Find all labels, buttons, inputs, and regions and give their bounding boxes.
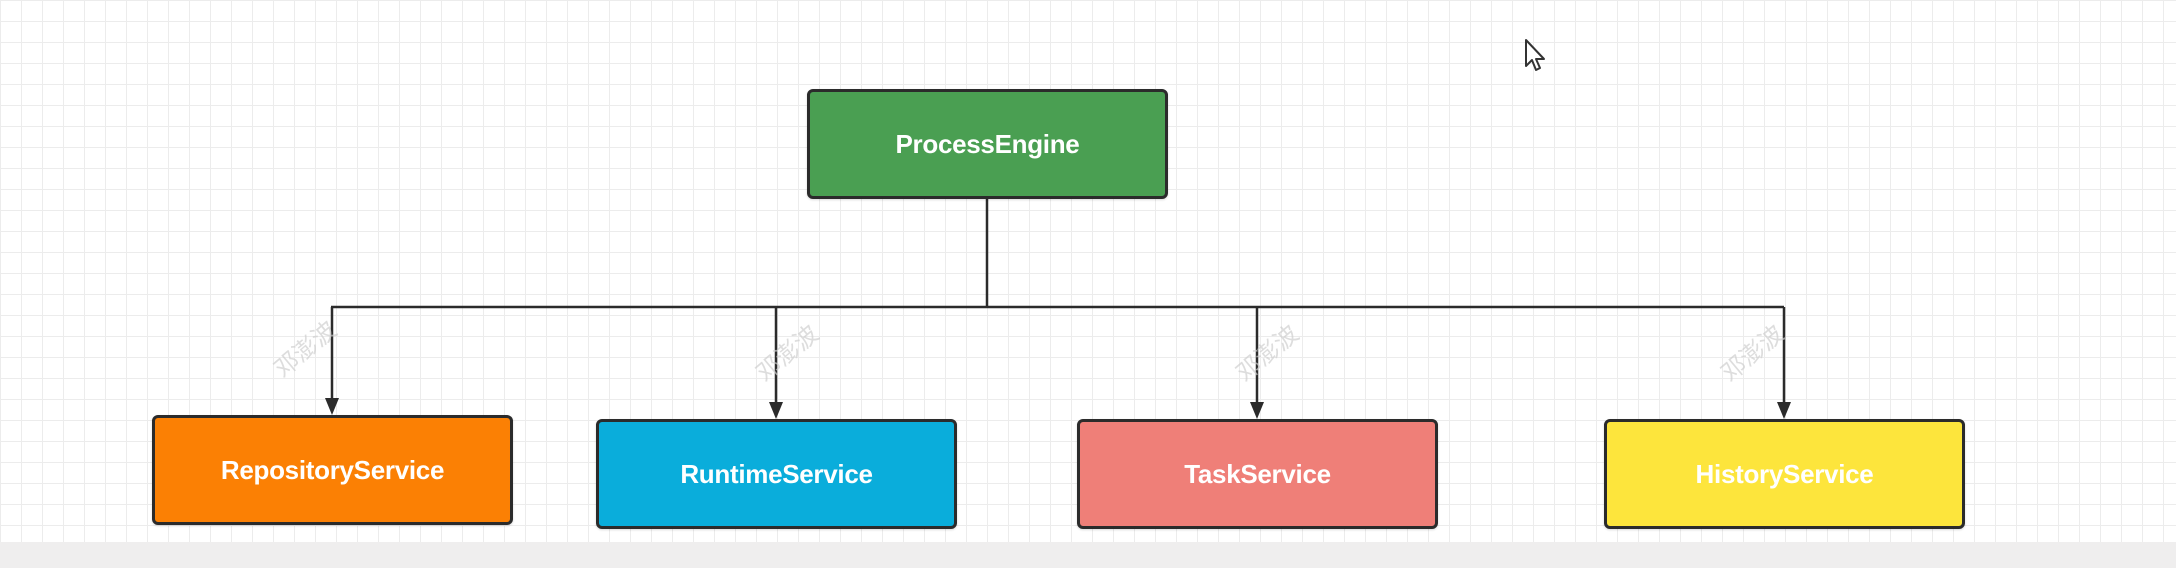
arrowhead-repositoryservice [325, 398, 339, 415]
node-runtimeservice[interactable]: RuntimeService [596, 419, 957, 529]
node-repositoryservice[interactable]: RepositoryService [152, 415, 513, 525]
diagram-canvas[interactable]: 邓澎波 邓澎波 邓澎波 邓澎波 ProcessEngine Repository… [0, 0, 2176, 542]
node-label: TaskService [1184, 458, 1331, 489]
node-label: HistoryService [1695, 458, 1874, 489]
node-taskservice[interactable]: TaskService [1077, 419, 1438, 529]
node-historyservice[interactable]: HistoryService [1604, 419, 1965, 529]
connector-lines [325, 199, 1791, 419]
node-processengine[interactable]: ProcessEngine [807, 89, 1168, 199]
bottom-bar [0, 542, 2176, 568]
arrowhead-runtimeservice [769, 402, 783, 419]
node-label: RuntimeService [680, 458, 873, 489]
node-label: ProcessEngine [895, 128, 1080, 159]
arrowhead-taskservice [1250, 402, 1264, 419]
arrowhead-historyservice [1777, 402, 1791, 419]
node-label: RepositoryService [220, 454, 445, 485]
mouse-pointer-icon [1525, 39, 1545, 71]
